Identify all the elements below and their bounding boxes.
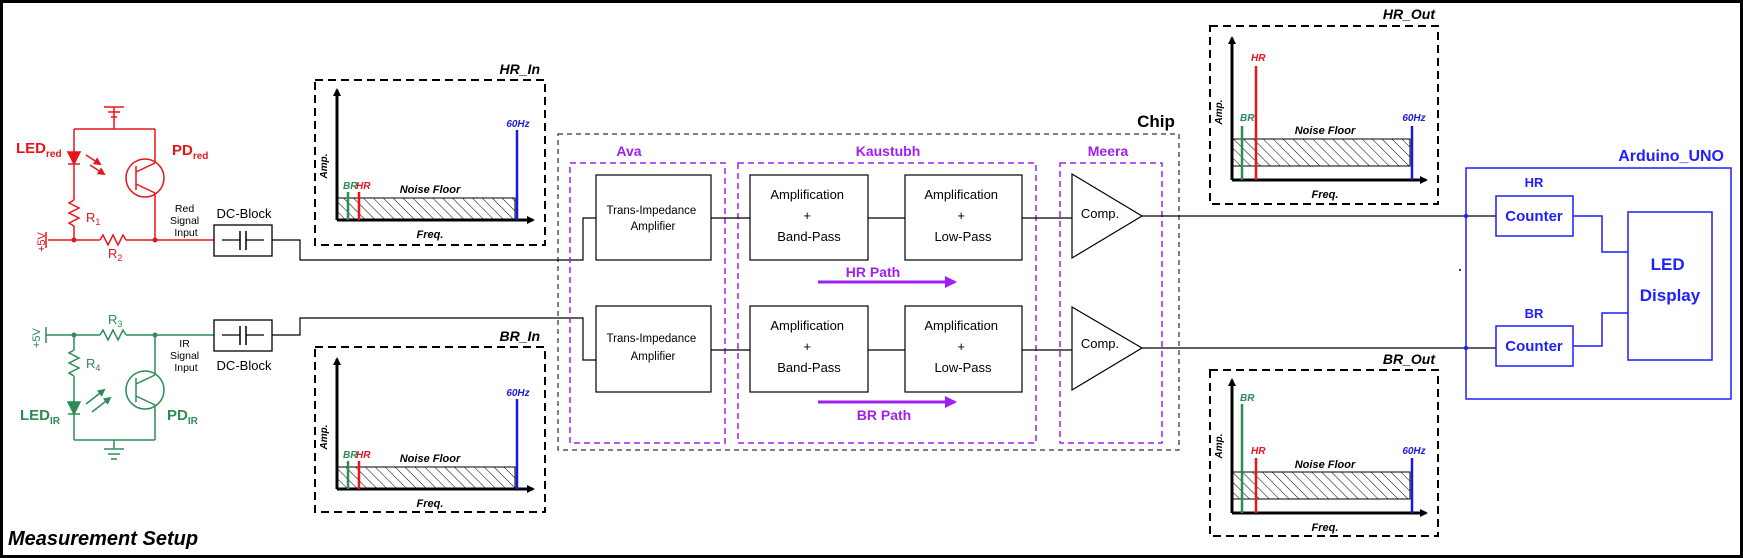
svg-text:Noise Floor: Noise Floor — [400, 453, 461, 465]
hr-path-label: HR Path — [846, 264, 900, 280]
svg-text:60Hz: 60Hz — [506, 119, 529, 130]
svg-text:BR: BR — [343, 181, 358, 192]
br-path-label: BR Path — [857, 407, 911, 423]
svg-text:Amplification + Lo: Amplification + Low-Pass — [924, 318, 1001, 375]
svg-text:Noise Floor: Noise Floor — [1295, 459, 1356, 471]
br-out-title: BR_Out — [1383, 351, 1436, 367]
svg-text:Amp.: Amp. — [319, 425, 330, 451]
kaustubh-label: Kaustubh — [856, 143, 921, 159]
meera-label: Meera — [1088, 143, 1129, 159]
ir-sensor-circuit — [45, 327, 214, 460]
svg-text:60Hz: 60Hz — [1402, 113, 1425, 124]
counter-bottom — [1495, 325, 1574, 367]
output-wires — [1142, 215, 1496, 349]
svg-text:Comp.: Comp. — [1081, 336, 1119, 351]
svg-text:Freq.: Freq. — [417, 498, 444, 510]
svg-text:Amplification + Ba: Amplification + Band-Pass — [770, 187, 847, 244]
r2-label: R2 — [108, 246, 122, 263]
svg-text:60Hz: 60Hz — [506, 388, 529, 399]
dc-block-bottom: DC-Block — [213, 319, 273, 373]
ava-section — [569, 162, 726, 444]
arduino-title: Arduino_UNO — [1618, 148, 1724, 165]
svg-text:Amp.: Amp. — [1214, 434, 1225, 460]
hr-in-spectrum-panel: HR_In BR HR 60Hz Noise Floor Freq. Amp. — [314, 61, 546, 246]
dc-block-bottom-label: DC-Block — [217, 358, 272, 373]
noise-floor — [1231, 471, 1411, 500]
pd-red-label: PDred — [172, 142, 208, 162]
red-signal-label: Red Signal Input — [170, 203, 202, 239]
br-in-spectrum-panel: BR_In BR HR 60Hz Noise Floor Freq. Amp. — [314, 328, 546, 513]
bandpass-top — [749, 174, 869, 261]
svg-text:HR: HR — [356, 181, 371, 192]
svg-text:BR: BR — [1240, 393, 1255, 404]
vcc-red-label: +5V — [36, 231, 48, 252]
signal-wires — [272, 217, 596, 361]
svg-text:Counter: Counter — [1505, 338, 1563, 355]
dc-block-top-label: DC-Block — [217, 206, 272, 221]
pd-ir-label: PDIR — [167, 407, 199, 427]
hr-in-title: HR_In — [500, 61, 540, 77]
ir-signal-label: IR Signal Input — [170, 338, 202, 374]
svg-text:Trans-Impedance Amplifie: Trans-Impedance Amplifier — [607, 333, 700, 363]
svg-text:Amplification + Ba: Amplification + Band-Pass — [770, 318, 847, 375]
dc-block-top: DC-Block — [213, 206, 273, 257]
svg-text:Counter: Counter — [1505, 208, 1563, 225]
svg-text:Freq.: Freq. — [417, 229, 444, 241]
svg-text:Amplification + Lo: Amplification + Low-Pass — [924, 187, 1001, 244]
svg-text:Noise Floor: Noise Floor — [1295, 125, 1356, 137]
chip-label: Chip — [1137, 112, 1175, 131]
arduino-hr-label: HR — [1525, 175, 1544, 190]
svg-text:BR: BR — [1240, 113, 1255, 124]
br-in-title: BR_In — [500, 328, 540, 344]
arduino-uno: Arduino_UNO HR BR Counter Counter LED Di… — [1465, 148, 1732, 400]
noise-floor — [336, 197, 516, 221]
noise-floor — [336, 466, 516, 490]
r1-label: R1 — [86, 210, 100, 227]
r3-label: R3 — [108, 312, 122, 329]
hr-out-spectrum-panel: HR_Out BR HR 60Hz Noise Floor Freq. Amp. — [1209, 6, 1439, 205]
svg-text:Amp.: Amp. — [319, 154, 330, 180]
red-sensor-circuit — [48, 106, 214, 247]
svg-text:BR: BR — [343, 450, 358, 461]
svg-text:HR: HR — [356, 450, 371, 461]
hr-out-title: HR_Out — [1383, 6, 1436, 22]
br-out-spectrum-panel: BR_Out BR HR 60Hz Noise Floor Freq. Amp. — [1209, 351, 1439, 537]
svg-text:60Hz: 60Hz — [1402, 446, 1425, 457]
comparator-top — [1071, 172, 1144, 260]
svg-text:Freq.: Freq. — [1312, 522, 1339, 534]
arduino-br-label: BR — [1525, 306, 1544, 321]
noise-floor — [1231, 138, 1411, 167]
comparator-bottom — [1071, 305, 1144, 392]
led-red-label: LEDred — [16, 140, 62, 160]
svg-text:LED Display: LED Display — [1640, 255, 1701, 305]
kaustubh-section — [737, 162, 1037, 444]
led-display — [1627, 211, 1713, 361]
r4-label: R4 — [86, 356, 100, 373]
chip: Chip Ava Kaustubh Meera Trans-Impedance … — [557, 112, 1180, 451]
bandpass-bottom — [749, 305, 869, 393]
lowpass-top — [904, 174, 1023, 261]
svg-text:Freq.: Freq. — [1312, 189, 1339, 201]
svg-text:Comp.: Comp. — [1081, 206, 1119, 221]
svg-text:Trans-Impedance Amplifie: Trans-Impedance Amplifier — [607, 205, 700, 233]
tia-top — [595, 174, 712, 261]
svg-text:Noise Floor: Noise Floor — [400, 184, 461, 196]
svg-text:HR: HR — [1251, 53, 1266, 64]
vcc-ir-label: +5V — [31, 327, 43, 348]
meera-section — [1059, 162, 1163, 444]
svg-text:Amp.: Amp. — [1214, 100, 1225, 126]
ava-label: Ava — [616, 143, 641, 159]
led-ir-label: LEDIR — [20, 407, 61, 427]
lowpass-bottom — [904, 305, 1023, 393]
figure-caption: Measurement Setup — [8, 528, 198, 550]
svg-text:HR: HR — [1251, 446, 1266, 457]
tia-bottom — [595, 305, 712, 393]
